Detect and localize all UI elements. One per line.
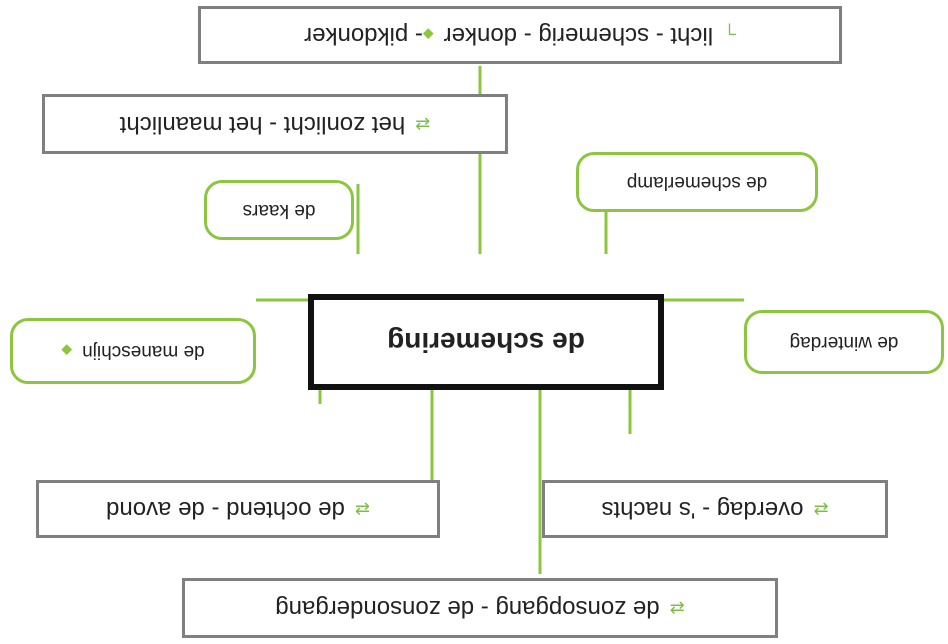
opposite-arrows-icon: ⇄ [813,499,829,520]
node-kaars: de kaars [204,180,354,240]
center-node-text: de schemering [387,327,585,358]
node-schemerlamp-text: de schemerlamp [626,172,768,193]
node-zonsopgang: ⇄ de zonsopgang - de zonsondergang [182,578,778,638]
node-licht-scale-tail-text: - pikdonker [304,22,423,49]
node-overdag-text: overdag - 's nachts [601,496,804,523]
opposite-arrows-icon: ⇄ [669,598,685,619]
opposite-arrows-icon: ⇄ [415,114,431,135]
node-manenschijn: de maneschijn ◆ [10,318,256,384]
node-schemerlamp: de schemerlamp [576,152,818,212]
node-ochtend: ⇄ de ochtend - de avond [36,480,440,538]
node-zonsopgang-text: de zonsopgang - de zonsondergang [275,595,660,622]
opposite-arrows-icon: ⇄ [354,499,370,520]
node-ochtend-text: de ochtend - de avond [106,496,345,523]
center-node: de schemering [308,294,664,390]
leaf-icon: ◆ [422,27,434,44]
node-overdag: ⇄ overdag - 's nachts [542,480,888,538]
node-zonlicht-text: het zonlicht - het maanlicht [119,111,406,138]
node-manenschijn-text: de maneschijn [82,341,205,362]
node-licht-scale: ┐ licht - schemerig - donker ◆ - pikdonk… [198,6,842,64]
node-kaars-text: de kaars [242,200,316,221]
node-wintertag: de winterdag [744,310,944,374]
node-wintertag-text: de winterdag [789,332,899,353]
stairs-icon: ┐ [723,25,736,46]
node-licht-scale-text: licht - schemerig - donker [443,22,714,49]
leaf-icon: ◆ [61,343,73,360]
node-zonlicht: ⇄ het zonlicht - het maanlicht [42,94,508,154]
